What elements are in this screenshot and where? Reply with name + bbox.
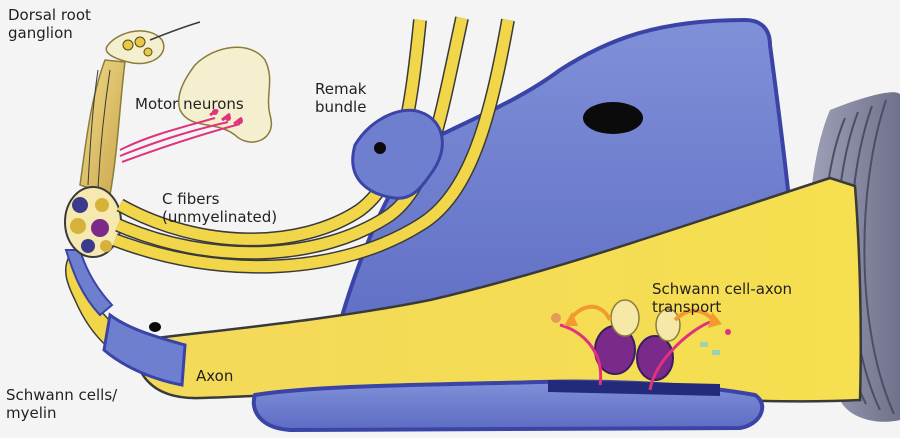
label-schwann-transport: Schwann cell-axon transport [652, 280, 792, 316]
schwann-nucleus [583, 102, 643, 134]
label-axon: Axon [196, 367, 233, 385]
label-c-fibers: C fibers (unmyelinated) [162, 190, 277, 226]
nerve-root [80, 60, 125, 195]
label-schwann-myelin: Schwann cells/ myelin [6, 386, 117, 422]
label-remak-bundle: Remak bundle [315, 80, 366, 116]
dorsal-root-ganglion [106, 22, 200, 63]
label-motor-neurons: Motor neurons [135, 95, 244, 113]
label-dorsal-root-ganglion: Dorsal root ganglion [8, 6, 91, 42]
myelinated-fiber [66, 250, 185, 385]
schwann-wrap-lower [254, 380, 762, 430]
